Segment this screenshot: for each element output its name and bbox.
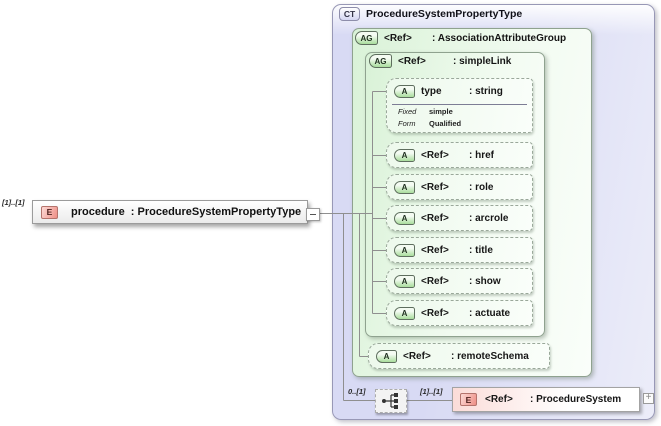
- collapse-toggle[interactable]: [306, 208, 320, 221]
- attribute-ref: <Ref>: [421, 307, 449, 319]
- attribute-badge: A: [394, 243, 415, 257]
- minus-icon: [310, 214, 316, 215]
- simple-link-header: AG <Ref> : simpleLink: [369, 54, 511, 68]
- attribute-badge: A: [394, 306, 415, 320]
- facet-value: simple: [429, 107, 453, 116]
- complextype-badge: CT: [339, 7, 360, 21]
- element-type: : ProcedureSystem: [530, 394, 622, 405]
- attribute-type: : remoteSchema: [451, 350, 529, 362]
- attribute-type-header: A type : string: [387, 79, 532, 104]
- sequence-cardinality-after: [1]..[1]: [420, 387, 443, 396]
- root-cardinality-label: [1]..[1]: [2, 198, 25, 207]
- attribute-badge: A: [394, 180, 415, 194]
- complex-type-title: ProcedureSystemPropertyType: [366, 8, 523, 20]
- element-type: : ProcedureSystemPropertyType: [130, 206, 302, 218]
- attribute-name: type: [421, 86, 442, 97]
- attribute-type: : role: [469, 181, 494, 193]
- facet-value: Qualified: [429, 119, 462, 128]
- attributegroup-badge: AG: [369, 54, 392, 68]
- procedure-element-box[interactable]: E procedure : ProcedureSystemPropertyTyp…: [32, 200, 308, 224]
- attribute-ref: <Ref>: [421, 244, 449, 256]
- attribute-box-arcrole[interactable]: A <Ref> : arcrole: [386, 205, 533, 231]
- element-badge: E: [41, 205, 58, 219]
- simple-link-type: : simpleLink: [453, 55, 512, 67]
- attribute-badge: A: [376, 349, 397, 363]
- attribute-badge: A: [394, 211, 415, 225]
- attribute-ref: <Ref>: [421, 212, 449, 224]
- simple-link-ref: <Ref>: [398, 55, 426, 67]
- element-badge: E: [460, 393, 477, 406]
- sequence-icon: [382, 393, 398, 409]
- association-group-ref: <Ref>: [384, 32, 412, 44]
- element-ref: <Ref>: [485, 394, 513, 405]
- facet-row-form: Form Qualified: [387, 119, 532, 129]
- attribute-badge: A: [394, 274, 415, 288]
- facet-row-fixed: Fixed simple: [387, 107, 532, 117]
- association-group-header: AG <Ref> : AssociationAttributeGroup: [355, 31, 566, 45]
- element-name: procedure: [71, 206, 125, 218]
- attribute-ref: <Ref>: [403, 350, 431, 362]
- complex-type-header: CT ProcedureSystemPropertyType: [339, 7, 522, 21]
- attribute-ref: <Ref>: [421, 181, 449, 193]
- association-group-type: : AssociationAttributeGroup: [432, 32, 567, 44]
- attribute-box-title[interactable]: A <Ref> : title: [386, 237, 533, 263]
- attribute-ref: <Ref>: [421, 149, 449, 161]
- attribute-box-href[interactable]: A <Ref> : href: [386, 142, 533, 168]
- expand-button[interactable]: +: [643, 393, 654, 404]
- attribute-type: : title: [469, 244, 493, 256]
- attributegroup-badge: AG: [355, 31, 378, 45]
- attribute-type: : href: [469, 149, 494, 161]
- attribute-type: : actuate: [469, 307, 511, 319]
- attribute-box-remoteschema[interactable]: A <Ref> : remoteSchema: [368, 343, 550, 369]
- attribute-box-role[interactable]: A <Ref> : role: [386, 174, 533, 200]
- attribute-box-type[interactable]: A type : string Fixed simple Form Qualif…: [386, 78, 533, 133]
- attribute-type: : show: [469, 275, 501, 287]
- attribute-type: : string: [469, 86, 503, 97]
- attribute-badge: A: [394, 85, 415, 98]
- attribute-badge: A: [394, 148, 415, 162]
- attribute-type: : arcrole: [469, 212, 509, 224]
- procedure-system-element-box[interactable]: E <Ref> : ProcedureSystem: [452, 387, 640, 412]
- sequence-cardinality-before: 0..[1]: [348, 387, 366, 396]
- facet-label: Form: [398, 119, 416, 128]
- attribute-ref: <Ref>: [421, 275, 449, 287]
- attribute-box-show[interactable]: A <Ref> : show: [386, 268, 533, 294]
- attribute-box-actuate[interactable]: A <Ref> : actuate: [386, 300, 533, 326]
- sequence-compositor[interactable]: [375, 389, 407, 413]
- facet-label: Fixed: [398, 107, 417, 116]
- facet-separator: [392, 104, 527, 105]
